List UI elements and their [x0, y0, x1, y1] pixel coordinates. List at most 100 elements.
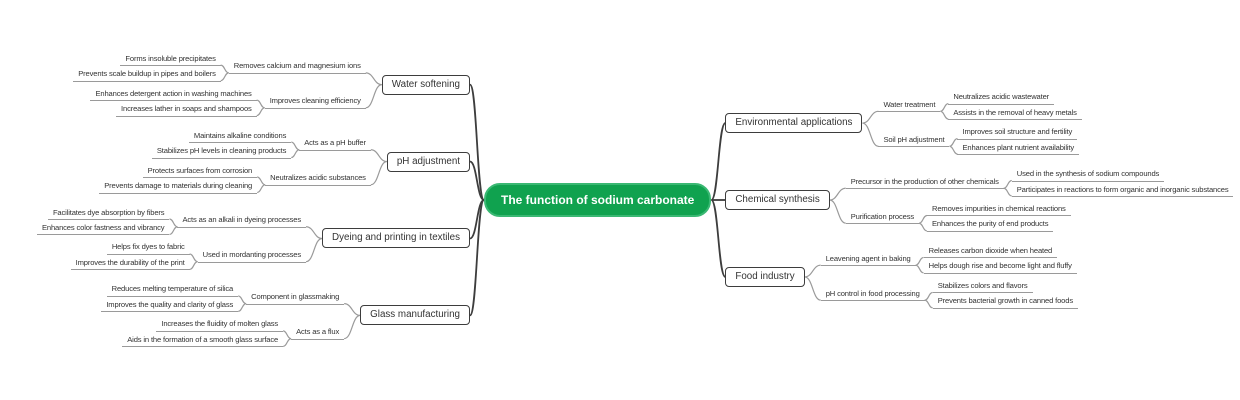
branch-food-industry: Food industry Leavening agent in baking Re… [725, 245, 1078, 309]
topic-dyeing-and-printing-in-textiles[interactable]: Dyeing and printing in textiles [322, 228, 470, 249]
connector-line [862, 122, 879, 147]
connector-line [469, 160, 485, 201]
connector-line [915, 264, 924, 274]
subtopic-row-ph-control-in-food-processing: pH control in food processing Stabilizes … [820, 280, 1078, 309]
subtopic-precursor-in-the-production-of-other-chemi[interactable]: Precursor in the production of other che… [845, 176, 1004, 190]
subtopic-row-water-treatment: Water treatment Neutralizes acidic wastew… [878, 91, 1082, 121]
topic-environmental-applications[interactable]: Environmental applications [725, 113, 863, 134]
subtopic-acts-as-a-ph-buffer[interactable]: Acts as a pH buffer [299, 137, 371, 151]
leaf-helps-dough-rise-and-become-light-and-fluf[interactable]: Helps dough rise and become light and fl… [923, 260, 1077, 274]
connector-line [829, 199, 846, 224]
topic-water-softening[interactable]: Water softening [381, 74, 470, 95]
subtopics-of-chemical-synthesis: Precursor in the production of other che… [845, 168, 1234, 232]
connector-line [344, 303, 361, 317]
leaf-helps-fix-dyes-to-fabric[interactable]: Helps fix dyes to fabric [106, 241, 190, 255]
leaves-of-improves-cleaning-efficiency: Enhances detergent action in washing mac… [90, 88, 257, 117]
connector-line [343, 314, 361, 340]
topic-food-industry[interactable]: Food industry [725, 266, 805, 287]
subtopic-used-in-mordanting-processes[interactable]: Used in mordanting processes [197, 249, 307, 263]
leaf-increases-the-fluidity-of-molten-glass[interactable]: Increases the fluidity of molten glass [156, 318, 284, 332]
topic-chemical-synthesis[interactable]: Chemical synthesis [725, 190, 830, 210]
leaf-improves-the-quality-and-clarity-of-glass[interactable]: Improves the quality and clarity of glas… [101, 299, 239, 313]
connector-line [469, 199, 485, 317]
subtopic-water-treatment[interactable]: Water treatment [878, 99, 941, 113]
leaf-facilitates-dye-absorption-by-fibers[interactable]: Facilitates dye absorption by fibers [47, 207, 170, 220]
leaf-stabilizes-colors-and-flavors[interactable]: Stabilizes colors and flavors [932, 280, 1033, 294]
connector-line [305, 237, 323, 263]
subtopic-ph-control-in-food-processing[interactable]: pH control in food processing [820, 288, 925, 302]
leaf-protects-surfaces-from-corrosion[interactable]: Protects surfaces from corrosion [142, 165, 258, 179]
subtopic-acts-as-a-flux[interactable]: Acts as a flux [291, 326, 345, 340]
connector-line [829, 187, 846, 201]
leaves-of-purification-process: Removes impurities in chemical reactions… [927, 203, 1071, 232]
connector-line [370, 160, 388, 186]
leaf-releases-carbon-dioxide-when-heated[interactable]: Releases carbon dioxide when heated [923, 245, 1058, 259]
leaf-prevents-scale-buildup-in-pipes-and-boiler[interactable]: Prevents scale buildup in pipes and boil… [73, 68, 221, 82]
leaf-improves-the-durability-of-the-print[interactable]: Improves the durability of the print [70, 257, 190, 271]
leaf-participates-in-reactions-to-form-organic-[interactable]: Participates in reactions to form organi… [1011, 184, 1234, 197]
subtopic-soil-ph-adjustment[interactable]: Soil pH adjustment [878, 134, 950, 148]
subtopic-row-leavening-agent-in-baking: Leavening agent in baking Releases carbon… [820, 245, 1077, 274]
leaf-prevents-damage-to-materials-during-cleani[interactable]: Prevents damage to materials during clea… [99, 180, 258, 194]
leaf-aids-in-the-formation-of-a-smooth-glass-su[interactable]: Aids in the formation of a smooth glass … [122, 334, 284, 348]
leaf-enhances-detergent-action-in-washing-machi[interactable]: Enhances detergent action in washing mac… [90, 88, 257, 102]
topic-ph-adjustment[interactable]: pH adjustment [386, 151, 470, 172]
leaf-enhances-the-purity-of-end-products[interactable]: Enhances the purity of end products [927, 218, 1054, 232]
connector-line [291, 149, 300, 159]
subtopic-improves-cleaning-efficiency[interactable]: Improves cleaning efficiency [264, 95, 366, 109]
connector-line [169, 226, 178, 236]
leaf-neutralizes-acidic-wastewater[interactable]: Neutralizes acidic wastewater [948, 91, 1055, 105]
leaf-forms-insoluble-precipitates[interactable]: Forms insoluble precipitates [120, 53, 221, 67]
connector-line [305, 226, 323, 240]
leaf-removes-impurities-in-chemical-reactions[interactable]: Removes impurities in chemical reactions [927, 203, 1071, 217]
subtopic-neutralizes-acidic-substances[interactable]: Neutralizes acidic substances [265, 172, 371, 186]
connector-line [940, 110, 949, 120]
subtopic-acts-as-an-alkali-in-dyeing-processes[interactable]: Acts as an alkali in dyeing processes [177, 214, 307, 228]
leaf-increases-lather-in-soaps-and-shampoos[interactable]: Increases lather in soaps and shampoos [116, 103, 257, 117]
leaf-enhances-color-fastness-and-vibrancy[interactable]: Enhances color fastness and vibrancy [36, 222, 170, 236]
connector-line [365, 72, 382, 86]
leaf-assists-in-the-removal-of-heavy-metals[interactable]: Assists in the removal of heavy metals [948, 107, 1082, 121]
connector-line [710, 199, 727, 278]
subtopic-row-purification-process: Purification process Removes impurities i… [845, 203, 1071, 232]
leaf-reduces-melting-temperature-of-silica[interactable]: Reduces melting temperature of silica [106, 283, 239, 297]
subtopic-component-in-glassmaking[interactable]: Component in glassmaking [246, 291, 345, 305]
subtopic-removes-calcium-and-magnesium-ions[interactable]: Removes calcium and magnesium ions [228, 60, 366, 74]
subtopic-row-soil-ph-adjustment: Soil pH adjustment Improves soil structur… [878, 126, 1080, 156]
subtopic-purification-process[interactable]: Purification process [845, 211, 920, 225]
leaf-enhances-plant-nutrient-availability[interactable]: Enhances plant nutrient availability [957, 142, 1080, 156]
leaf-stabilizes-ph-levels-in-cleaning-products[interactable]: Stabilizes pH levels in cleaning product… [151, 145, 292, 159]
branch-environmental-applications: Environmental applications Water treatmen… [725, 91, 1082, 156]
leaf-improves-soil-structure-and-fertility[interactable]: Improves soil structure and fertility [957, 126, 1078, 140]
connector-line [949, 145, 958, 155]
branch-chemical-synthesis: Chemical synthesis Precursor in the produ… [725, 168, 1234, 232]
leaf-maintains-alkaline-conditions[interactable]: Maintains alkaline conditions [188, 130, 292, 144]
subtopic-leavening-agent-in-baking[interactable]: Leavening agent in baking [820, 253, 916, 267]
connector-line [1003, 187, 1012, 197]
connector-line [918, 222, 928, 232]
central-topic[interactable]: The function of sodium carbonate [484, 183, 712, 217]
topic-glass-manufacturing[interactable]: Glass manufacturing [360, 305, 470, 326]
connector-line [365, 83, 382, 109]
leaf-used-in-the-synthesis-of-sodium-compounds[interactable]: Used in the synthesis of sodium compound… [1011, 168, 1165, 182]
leaf-prevents-bacterial-growth-in-canned-foods[interactable]: Prevents bacterial growth in canned food… [932, 295, 1078, 309]
